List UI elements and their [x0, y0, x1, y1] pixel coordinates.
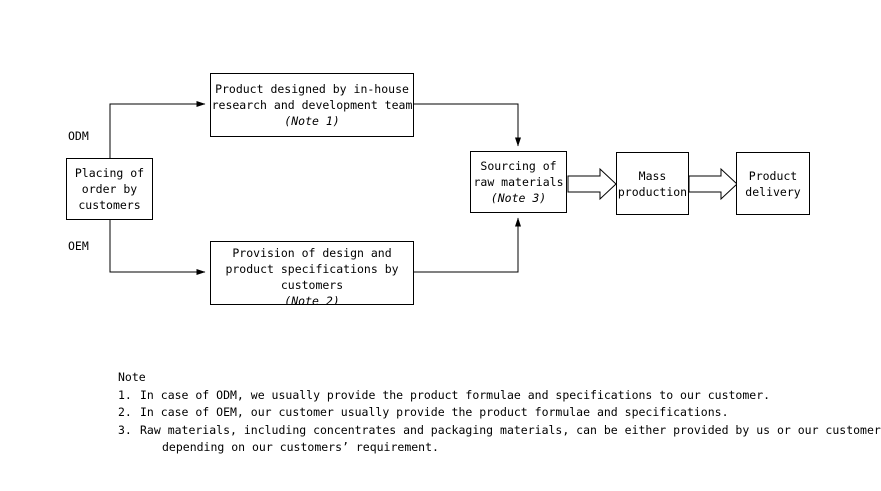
note-item: 1. In case of ODM, we usually provide the… [118, 387, 881, 405]
connector-odm-to-sourcing [413, 103, 521, 147]
node-placing-of-order[interactable]: Placing of order by customers [66, 158, 153, 220]
notes-list: 1. In case of ODM, we usually provide the… [118, 387, 881, 457]
node-mass-production[interactable]: Mass production [616, 152, 689, 215]
node-line: Sourcing of [480, 159, 557, 173]
node-line: Mass [638, 168, 667, 183]
note-number: 1. [118, 387, 132, 402]
node-note-reference: (Note 3) [490, 191, 547, 205]
note-text: In case of ODM, we usually provide the p… [140, 387, 771, 402]
node-line: order by [81, 182, 138, 196]
node-line: raw materials [473, 175, 564, 189]
node-line: production [617, 184, 688, 199]
note-number: 2. [118, 405, 132, 419]
node-line: Placing of [74, 166, 145, 180]
node-provision-of-design-specs[interactable]: Provision of design and product specific… [210, 241, 414, 305]
node-line: customers [78, 198, 141, 212]
node-line: Provision of design and [232, 246, 392, 260]
node-product-designed-in-house[interactable]: Product designed by in-house research an… [210, 73, 414, 137]
node-note-reference: (Note 2) [284, 294, 340, 305]
edge-label-odm: ODM [68, 129, 89, 143]
node-product-delivery[interactable]: Product delivery [736, 152, 810, 215]
edge-label-oem: OEM [68, 239, 89, 253]
note-number: 3. [118, 422, 132, 437]
node-line: customers [280, 278, 344, 292]
block-arrow-mass-production-to-delivery [688, 167, 738, 201]
node-line: product specifications by [225, 262, 399, 276]
node-line: Product [748, 168, 798, 183]
node-sourcing-raw-materials[interactable]: Sourcing of raw materials (Note 3) [470, 151, 567, 213]
node-note-reference: (Note 1) [284, 114, 340, 128]
note-text-continuation: depending on our customers’ requirement. [162, 440, 439, 454]
note-text: In case of OEM, our customer usually pro… [140, 405, 729, 419]
note-item: 2. In case of OEM, our customer usually p… [118, 404, 881, 422]
node-line: Product designed by in-house [215, 82, 409, 96]
note-item: 3. Raw materials, including concentrates … [118, 422, 881, 457]
block-arrow-sourcing-to-mass-production [567, 167, 617, 201]
connector-oem-to-sourcing [413, 217, 521, 273]
node-line: research and development team [211, 98, 413, 112]
notes-title: Note [118, 370, 146, 384]
notes-block: Note 1. In case of ODM, we usually provid… [118, 369, 881, 457]
node-line: delivery [745, 184, 801, 199]
note-text: Raw materials, including concentrates an… [140, 422, 881, 437]
